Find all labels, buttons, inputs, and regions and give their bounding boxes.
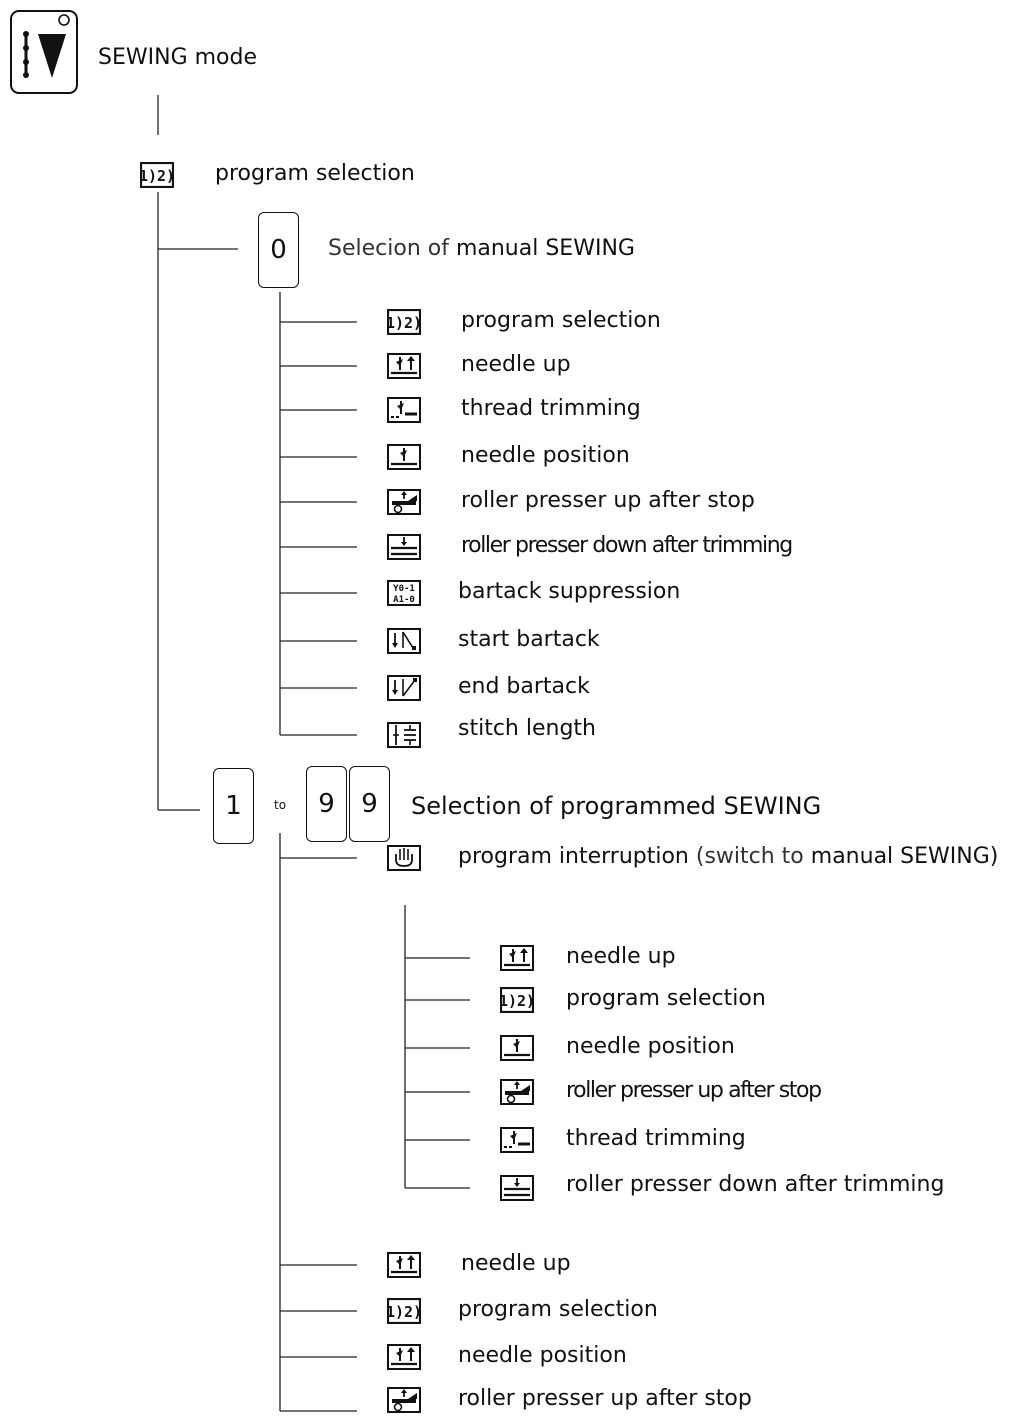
programmed-selection-title: Selection of programmed SEWING xyxy=(411,792,822,820)
program-selection-label: program selection xyxy=(215,161,415,186)
roller-presser-down-icon xyxy=(387,534,421,560)
to-label: to xyxy=(274,798,287,812)
svg-text:1)2): 1)2) xyxy=(387,314,421,332)
svg-text:1)2): 1)2) xyxy=(387,1303,421,1321)
interruption-label: program interruption xyxy=(458,844,689,869)
function-label: thread trimming xyxy=(566,1126,746,1151)
needle-up-icon xyxy=(387,1344,421,1370)
function-label: needle position xyxy=(458,1343,627,1368)
needle-up-icon xyxy=(500,945,534,971)
function-label: needle position xyxy=(566,1034,735,1059)
function-label: thread trimming xyxy=(461,396,641,421)
needle-position-icon xyxy=(500,1035,534,1061)
function-label: program selection xyxy=(458,1297,658,1322)
function-label: start bartack xyxy=(458,627,600,652)
needle-up-icon xyxy=(387,353,421,379)
start-bartack-icon xyxy=(387,628,421,654)
manual-selection-title: Selecion of manual SEWING xyxy=(328,236,635,262)
needle-position-icon xyxy=(387,444,421,470)
key-1-button[interactable]: 1 xyxy=(213,768,254,844)
function-label: needle up xyxy=(566,944,676,969)
stitch-length-icon xyxy=(387,722,421,748)
function-label: needle position xyxy=(461,443,630,468)
key-9-button[interactable]: 9 xyxy=(349,766,390,842)
function-label: roller presser up after stop xyxy=(458,1386,752,1411)
roller-presser-up-icon xyxy=(387,1387,421,1413)
program-selection-icon: 1)2) xyxy=(387,309,421,335)
thread-trimming-icon xyxy=(387,397,421,423)
program-selection-icon: 1)2) xyxy=(500,987,534,1013)
svg-text:A1-0: A1-0 xyxy=(393,595,415,605)
function-label: program selection xyxy=(566,986,766,1011)
svg-text:1)2): 1)2) xyxy=(140,167,174,185)
function-label: end bartack xyxy=(458,674,590,699)
mode-title: SEWING mode xyxy=(98,45,257,70)
function-label: program selection xyxy=(461,308,661,333)
function-label: needle up xyxy=(461,1251,571,1276)
needle-up-icon xyxy=(387,1252,421,1278)
function-label: roller presser up after stop xyxy=(461,488,755,513)
interruption-line: program interruption (switch to manual S… xyxy=(458,844,998,870)
function-label: needle up xyxy=(461,352,571,377)
program-selection-icon: 1)2) xyxy=(387,1298,421,1324)
key-9-button[interactable]: 9 xyxy=(306,766,347,842)
sewing-mode-icon[interactable] xyxy=(10,10,78,94)
hand-stop-icon[interactable] xyxy=(387,845,421,871)
interruption-paren-open: (switch to xyxy=(695,844,811,869)
thread-trimming-icon xyxy=(500,1127,534,1153)
manual-selection-emph: manual SEWING xyxy=(455,236,635,261)
roller-presser-up-icon xyxy=(387,489,421,515)
key-0-button[interactable]: 0 xyxy=(258,212,299,288)
roller-presser-down-icon xyxy=(500,1175,534,1201)
manual-selection-prefix: Selecion of xyxy=(328,236,456,261)
end-bartack-icon xyxy=(387,675,421,701)
function-label: bartack suppression xyxy=(458,579,681,604)
function-label: roller presser up after stop xyxy=(566,1078,822,1103)
interruption-paren-emph: manual SEWING xyxy=(810,844,990,869)
svg-text:Y0-1: Y0-1 xyxy=(393,584,415,594)
function-label: roller presser down after trimming xyxy=(566,1172,945,1197)
program-selection-icon: 1)2) xyxy=(140,162,174,188)
function-label: roller presser down after trimming xyxy=(461,533,793,558)
roller-presser-up-icon xyxy=(500,1079,534,1105)
interruption-paren-close: ) xyxy=(989,844,999,869)
function-label: stitch length xyxy=(458,716,596,741)
svg-text:1)2): 1)2) xyxy=(500,992,534,1010)
